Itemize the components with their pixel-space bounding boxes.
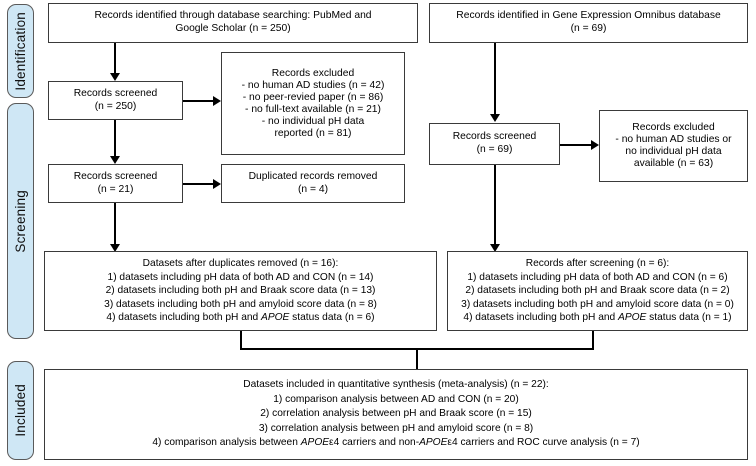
connector-screened250-to-screened21 [114,120,116,157]
node-line: Records screened [73,170,158,182]
stage-label-screening: Screening [13,189,28,253]
connector-screened21-to-datasets [114,203,116,245]
apoe-gene-label: APOE [300,437,330,449]
node-line: 3) correlation analysis between pH and a… [258,422,534,434]
node-line: Records excluded [632,122,715,133]
connector-right-source-to-screened69 [494,42,496,115]
node-records-identified-geo: Records identified in Gene Expression Om… [429,3,748,43]
connector-screened69-to-datasets [494,165,496,245]
connector-screened69-to-excluded [560,144,593,146]
node-line: Records excluded [271,67,355,79]
node-line: 3) datasets including both pH and amyloi… [104,298,377,310]
node-records-screened-21: Records screened (n = 21) [48,164,183,203]
connector-screened250-to-excluded [183,100,215,102]
node-line-apoe-mid: ε4 carriers and non- [329,437,420,449]
arrowhead-left-source-to-screened250 [110,73,120,81]
arrowhead-screened21-to-duplicates [213,179,221,189]
node-records-screened-69: Records screened (n = 69) [429,123,560,165]
apoe-gene-label: APOE [618,312,647,324]
apoe-gene-label: APOE [261,312,290,324]
node-line: (n = 21) [97,183,134,195]
node-line: Datasets included in quantitative synthe… [243,379,549,391]
node-line: (n = 69) [570,23,607,34]
node-line: - no human AD studies or [615,134,732,145]
node-line-apoe-left: 4) datasets including both pH and [463,312,619,324]
node-line: 3) datasets including both pH and amyloi… [461,298,734,310]
node-line-apoe-right: status data (n = 1) [646,312,732,324]
stage-pill-included: Included [7,361,34,460]
node-line: 1) comparison analysis between AD and CO… [273,393,519,405]
stage-pill-screening: Screening [7,103,34,339]
node-line: Datasets after duplicates removed (n = 1… [142,258,339,270]
arrowhead-screened21-to-datasets [110,244,120,252]
node-line: - no individual pH data [261,115,365,127]
node-line: (n = 4) [297,183,329,195]
node-duplicated-records-removed: Duplicated records removed (n = 4) [221,164,405,203]
node-line: - no peer-revied paper (n = 86) [242,91,384,103]
connector-left-datasets-down [240,331,242,349]
node-line: (n = 69) [476,144,513,155]
arrowhead-screened250-to-excluded [213,96,221,106]
node-line-apoe-left: 4) datasets including both pH and [106,312,262,324]
node-line: 1) datasets including pH data of both AD… [107,271,374,283]
node-records-excluded-right: Records excluded - no human AD studies o… [599,110,748,182]
apoe-gene-label-2: APOE [419,437,448,449]
arrowhead-screened250-to-screened21 [110,156,120,164]
node-line: Records identified in Gene Expression Om… [456,10,721,22]
node-datasets-after-duplicates-removed: Datasets after duplicates removed (n = 1… [44,251,437,331]
node-line: Records after screening (n = 6): [525,258,670,270]
connector-left-source-to-screened250 [114,42,116,74]
node-line: - no full-text available (n = 21) [245,103,381,115]
stage-label-included: Included [13,384,28,437]
node-line-apoe-right: status data (n = 6) [289,312,375,324]
node-line: reported (n = 81) [274,127,352,139]
node-line: Records identified through database sear… [94,10,372,22]
node-line: - no human AD studies (n = 42) [241,79,385,91]
node-line-italic-apoe: 4) datasets including both pH and APOE s… [106,311,374,324]
node-records-after-screening: Records after screening (n = 6): 1) data… [447,251,748,331]
node-records-excluded-left: Records excluded - no human AD studies (… [221,52,405,155]
node-line-apoe-prefix: 4) comparison analysis between [152,437,301,449]
node-line: 2) datasets including both pH and Braak … [465,285,730,297]
node-line: Google Scholar (n = 250) [175,23,291,34]
node-records-identified-databases: Records identified through database sear… [48,3,418,43]
node-line: Duplicated records removed [248,170,378,182]
node-line: 2) datasets including both pH and Braak … [105,285,376,297]
node-line-italic-apoe: 4) comparison analysis between APOEε4 ca… [152,436,639,451]
arrowhead-right-source-to-screened69 [490,114,500,122]
arrowhead-screened69-to-datasets [490,244,500,252]
connector-right-datasets-down [592,331,594,349]
node-line-italic-apoe: 4) datasets including both pH and APOE s… [463,311,731,324]
arrowhead-screened69-to-excluded [591,140,599,150]
node-line: available (n = 63) [633,158,714,169]
node-line: Records screened [452,131,537,143]
stage-label-identification: Identification [13,11,28,91]
node-line: no individual pH data [625,146,722,157]
node-line: 2) correlation analysis between pH and B… [260,408,532,420]
stage-pill-identification: Identification [7,4,34,98]
node-records-screened-250: Records screened (n = 250) [48,81,183,120]
node-line: Records screened [73,87,158,99]
node-line-apoe-suffix: ε4 carriers and ROC curve analysis (n = … [447,437,640,449]
connector-merge-to-included [416,348,418,370]
node-datasets-included-quantitative-synthesis: Datasets included in quantitative synthe… [44,369,748,460]
node-line: (n = 250) [94,100,137,112]
connector-screened21-to-duplicates [183,183,215,185]
node-line: 1) datasets including pH data of both AD… [467,271,728,283]
